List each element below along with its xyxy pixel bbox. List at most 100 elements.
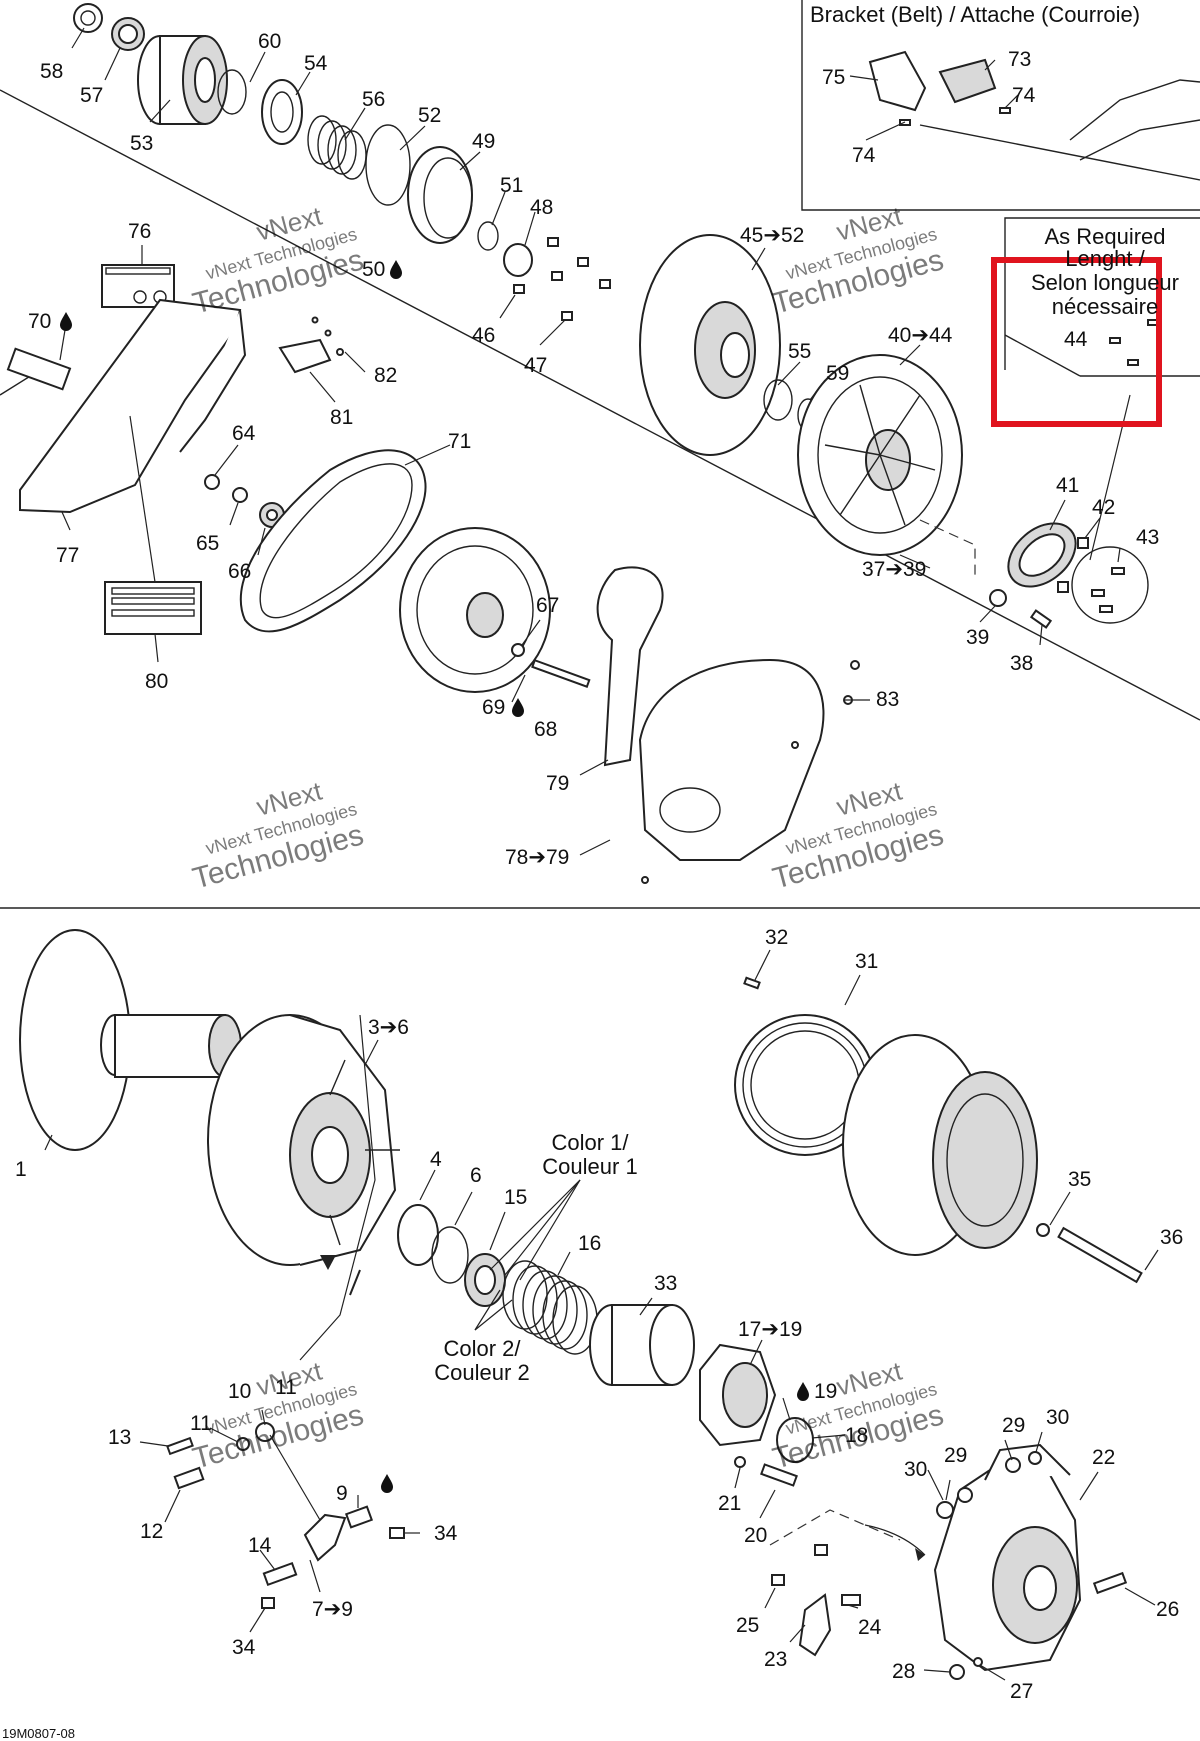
- callout-25: 25: [736, 1614, 759, 1637]
- drop-icon: [797, 1382, 809, 1401]
- callout-82: 82: [374, 364, 397, 387]
- callout-51: 51: [500, 174, 523, 197]
- callout-79: 79: [546, 772, 569, 795]
- callout-15: 15: [504, 1186, 527, 1209]
- arm-and-pin-assembly: [166, 1014, 405, 1609]
- callout-73: 73: [1008, 48, 1031, 71]
- highlight-box: [991, 257, 1162, 427]
- callout-70: 70: [28, 310, 51, 333]
- watermark-2: vNext vNext Technologies Technologies: [769, 200, 947, 320]
- drop-icon: [60, 312, 72, 331]
- callout-35: 35: [1068, 1168, 1091, 1191]
- callout-36: 36: [1160, 1226, 1183, 1249]
- leader-lines: [44, 27, 1159, 1681]
- callout-74-b: 74: [852, 144, 876, 167]
- callout-66: 66: [228, 560, 251, 583]
- callout-11-b: 11: [190, 1412, 212, 1435]
- callout-77: 77: [56, 544, 79, 567]
- watermark-1: vNext vNext Technologies Technologies: [189, 200, 367, 320]
- callout-19: 19: [814, 1380, 837, 1403]
- as-required-inset: [1004, 217, 1200, 561]
- as-required-line2: Lenght /: [1065, 246, 1145, 271]
- callout-labels: 58 57 53 60 54 56 52 49 51 48 50 46 47 7…: [15, 30, 1183, 1703]
- callout-26: 26: [1156, 1598, 1179, 1621]
- belt-guard-cover: [596, 566, 860, 884]
- callout-68: 68: [534, 718, 557, 741]
- callout-83: 83: [876, 688, 899, 711]
- callout-54: 54: [304, 52, 328, 75]
- ring-gear-and-housing: [734, 976, 1143, 1284]
- as-required-line3: Selon longueur: [1031, 270, 1179, 295]
- drop-icon: [512, 698, 524, 717]
- callout-58: 58: [40, 60, 63, 83]
- callout-23: 23: [764, 1648, 787, 1671]
- callout-55: 55: [788, 340, 811, 363]
- callout-30-a: 30: [1046, 1406, 1069, 1429]
- callout-46: 46: [472, 324, 495, 347]
- callout-18: 18: [845, 1424, 868, 1447]
- callout-42: 42: [1092, 496, 1115, 519]
- watermark-6: vNext vNext Technologies Technologies: [769, 1355, 947, 1475]
- bracket-and-spider-22: [769, 1443, 1128, 1680]
- small-bolts-46-47: [513, 237, 611, 321]
- lubricant-drop-icons: [60, 260, 809, 1493]
- callout-1: 1: [15, 1158, 27, 1181]
- callout-52: 52: [418, 104, 441, 127]
- drop-icon: [381, 1474, 393, 1493]
- callout-50: 50: [362, 258, 385, 281]
- callout-16: 16: [578, 1232, 601, 1255]
- callout-75: 75: [822, 66, 845, 89]
- spider-and-cam-assembly: [699, 1343, 814, 1487]
- callout-31: 31: [855, 950, 878, 973]
- callout-24: 24: [858, 1616, 882, 1639]
- spring-16: [502, 1260, 598, 1355]
- callout-81: 81: [330, 406, 353, 429]
- callout-56: 56: [362, 88, 385, 111]
- callout-20: 20: [744, 1524, 767, 1547]
- callout-29-a: 29: [1002, 1414, 1025, 1437]
- callout-38: 38: [1010, 652, 1033, 675]
- driven-pulley-spokes: [824, 384, 936, 526]
- spring-stack: [397, 1204, 695, 1386]
- callout-49: 49: [472, 130, 495, 153]
- callout-28: 28: [892, 1660, 915, 1683]
- callout-53: 53: [130, 132, 153, 155]
- callout-34-b: 34: [232, 1636, 256, 1659]
- callout-33: 33: [654, 1272, 677, 1295]
- callout-22: 22: [1092, 1446, 1115, 1469]
- callout-59: 59: [826, 362, 849, 385]
- as-required-line1: As Required: [1044, 224, 1165, 249]
- callout-21: 21: [718, 1492, 741, 1515]
- callout-67: 67: [536, 594, 559, 617]
- callout-45-52: 45➔52: [740, 224, 804, 247]
- drive-belt-and-pulley: [239, 449, 591, 693]
- bracket-inset-title: Bracket (Belt) / Attache (Courroie): [810, 2, 1140, 27]
- callout-29-b: 29: [944, 1444, 967, 1467]
- callout-14: 14: [248, 1534, 272, 1557]
- callout-10: 10: [228, 1380, 251, 1403]
- callout-64: 64: [232, 422, 256, 445]
- watermark-3: vNext vNext Technologies Technologies: [189, 775, 367, 895]
- callout-27: 27: [1010, 1680, 1033, 1703]
- callout-78-79: 78➔79: [505, 846, 569, 869]
- driven-pulley-assembly: [639, 234, 1149, 629]
- callout-30-b: 30: [904, 1458, 927, 1481]
- callout-7-9: 7➔9: [312, 1598, 353, 1621]
- callout-32: 32: [765, 926, 788, 949]
- callout-34-a: 34: [434, 1522, 458, 1545]
- callout-76: 76: [128, 220, 151, 243]
- drive-pulley-fixed-half: [19, 929, 242, 1151]
- callout-37-39: 37➔39: [862, 558, 926, 581]
- callout-11-a: 11: [275, 1376, 297, 1399]
- callout-3-6: 3➔6: [368, 1016, 409, 1039]
- callout-12: 12: [140, 1520, 163, 1543]
- callout-17-19: 17➔19: [738, 1318, 802, 1341]
- as-required-line4: nécessaire: [1052, 294, 1158, 319]
- callout-80: 80: [145, 670, 168, 693]
- callout-74-a: 74: [1012, 84, 1036, 107]
- callout-65: 65: [196, 532, 219, 555]
- callout-69: 69: [482, 696, 505, 719]
- callout-60: 60: [258, 30, 281, 53]
- callout-41: 41: [1056, 474, 1079, 497]
